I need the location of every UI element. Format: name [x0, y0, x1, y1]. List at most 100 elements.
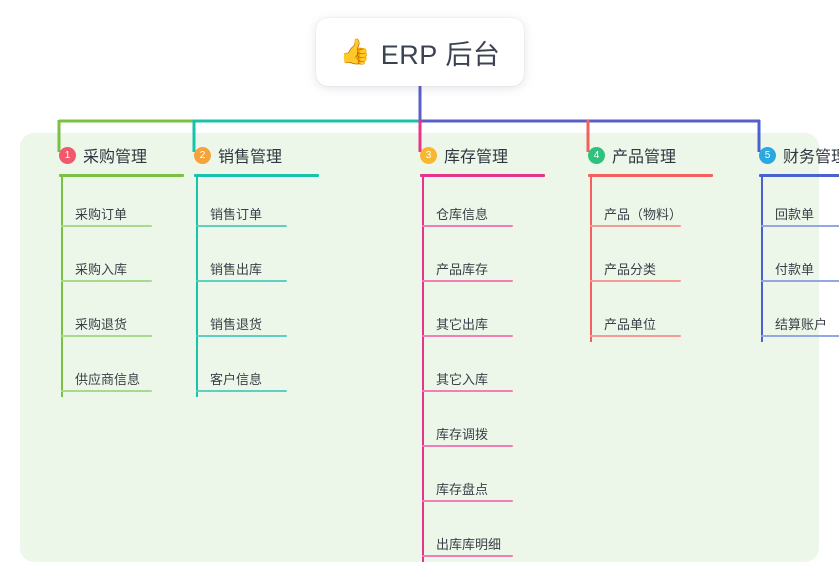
- thumbs-up-icon: 👍: [339, 37, 371, 66]
- branch-underline-2: [194, 174, 319, 177]
- leaf-item[interactable]: 采购入库: [39, 232, 199, 287]
- leaf-item[interactable]: 客户信息: [174, 342, 334, 397]
- leaf-spine: [590, 232, 592, 287]
- leaf-underline: [422, 445, 513, 447]
- leaf-item[interactable]: 销售退货: [174, 287, 334, 342]
- leaf-label: 产品分类: [604, 262, 657, 277]
- leaf-label: 结算账户: [775, 317, 828, 332]
- leaf-underline: [196, 225, 287, 227]
- leaf-spine: [196, 287, 198, 342]
- leaf-label: 库存调拨: [436, 427, 489, 442]
- leaf-spine: [196, 177, 198, 232]
- branch-leaf-list-4: 产品（物料） 产品分类产品单位: [568, 177, 728, 342]
- branch-header-4[interactable]: 4 产品管理: [568, 133, 728, 177]
- leaf-underline: [61, 390, 152, 392]
- leaf-underline: [61, 280, 152, 282]
- leaf-label: 销售出库: [210, 262, 263, 277]
- branch-underline-1: [59, 174, 184, 177]
- branch-column-1: 1 采购管理采购订单采购入库采购退货供应商信息: [39, 133, 199, 397]
- leaf-label: 回款单: [775, 207, 815, 222]
- leaf-spine: [761, 287, 763, 342]
- leaf-underline: [590, 280, 681, 282]
- branch-badge-4: 4: [588, 146, 605, 164]
- leaf-label: 产品单位: [604, 317, 657, 332]
- branch-badge-5: 5: [759, 146, 776, 164]
- leaf-label: 产品（物料）: [604, 207, 683, 222]
- leaf-spine: [422, 452, 424, 507]
- leaf-spine: [196, 232, 198, 287]
- leaf-underline: [196, 280, 287, 282]
- leaf-item[interactable]: 产品（物料）: [568, 177, 728, 232]
- leaf-spine: [61, 232, 63, 287]
- leaf-label: 销售订单: [210, 207, 263, 222]
- leaf-label: 付款单: [775, 262, 815, 277]
- branch-title-3: 库存管理: [444, 149, 509, 166]
- root-node-card[interactable]: 👍 ERP 后台: [316, 18, 524, 86]
- branch-underline-3: [420, 174, 545, 177]
- branch-header-3[interactable]: 3 库存管理: [400, 133, 560, 177]
- leaf-spine: [422, 177, 424, 232]
- leaf-item[interactable]: 销售订单: [174, 177, 334, 232]
- branch-column-5: 5 财务管理回款单付款单结算账户: [739, 133, 839, 342]
- leaf-underline: [422, 335, 513, 337]
- leaf-item[interactable]: 其它入库: [400, 342, 560, 397]
- root-node-title: ERP 后台: [380, 39, 501, 70]
- branch-title-2: 销售管理: [218, 149, 283, 166]
- leaf-underline: [422, 555, 513, 557]
- branch-badge-1: 1: [59, 146, 76, 164]
- leaf-underline: [422, 500, 513, 502]
- leaf-underline: [422, 390, 513, 392]
- branch-column-3: 3 库存管理仓库信息产品库存其它出库其它入库库存调拨库存盘点出库库明细: [400, 133, 560, 562]
- leaf-underline: [196, 390, 287, 392]
- leaf-spine: [61, 177, 63, 232]
- leaf-item[interactable]: 产品单位: [568, 287, 728, 342]
- leaf-item[interactable]: 产品分类: [568, 232, 728, 287]
- leaf-item[interactable]: 库存调拨: [400, 397, 560, 452]
- leaf-item[interactable]: 回款单: [739, 177, 839, 232]
- branch-header-1[interactable]: 1 采购管理: [39, 133, 199, 177]
- leaf-item[interactable]: 采购退货: [39, 287, 199, 342]
- leaf-item[interactable]: 出库库明细: [400, 507, 560, 562]
- branch-leaf-list-1: 采购订单采购入库采购退货供应商信息: [39, 177, 199, 397]
- leaf-underline: [422, 225, 513, 227]
- leaf-label: 其它入库: [436, 372, 489, 387]
- leaf-item[interactable]: 结算账户: [739, 287, 839, 342]
- leaf-spine: [61, 287, 63, 342]
- leaf-label: 供应商信息: [75, 372, 141, 387]
- leaf-item[interactable]: 付款单: [739, 232, 839, 287]
- leaf-underline: [761, 335, 839, 337]
- branch-header-5[interactable]: 5 财务管理: [739, 133, 839, 177]
- leaf-spine: [422, 397, 424, 452]
- leaf-underline: [61, 335, 152, 337]
- leaf-item[interactable]: 库存盘点: [400, 452, 560, 507]
- leaf-label: 采购退货: [75, 317, 128, 332]
- leaf-label: 其它出库: [436, 317, 489, 332]
- leaf-item[interactable]: 销售出库: [174, 232, 334, 287]
- leaf-underline: [196, 335, 287, 337]
- branch-title-4: 产品管理: [612, 149, 677, 166]
- leaf-spine: [196, 342, 198, 397]
- leaf-label: 销售退货: [210, 317, 263, 332]
- branch-title-5: 财务管理: [783, 149, 839, 166]
- branch-badge-3: 3: [420, 146, 437, 164]
- branch-underline-5: [759, 174, 839, 177]
- branch-leaf-list-5: 回款单付款单结算账户: [739, 177, 839, 342]
- leaf-label: 产品库存: [436, 262, 489, 277]
- branch-leaf-list-2: 销售订单销售出库销售退货客户信息: [174, 177, 334, 397]
- leaf-item[interactable]: 其它出库: [400, 287, 560, 342]
- leaf-underline: [761, 280, 839, 282]
- leaf-item[interactable]: 仓库信息: [400, 177, 560, 232]
- leaf-label: 采购订单: [75, 207, 128, 222]
- leaf-spine: [422, 287, 424, 342]
- branch-leaf-list-3: 仓库信息产品库存其它出库其它入库库存调拨库存盘点出库库明细: [400, 177, 560, 562]
- leaf-spine: [590, 177, 592, 232]
- leaf-underline: [761, 225, 839, 227]
- leaf-item[interactable]: 采购订单: [39, 177, 199, 232]
- branch-underline-4: [588, 174, 713, 177]
- branch-title-1: 采购管理: [83, 149, 148, 166]
- leaf-label: 库存盘点: [436, 482, 489, 497]
- leaf-item[interactable]: 产品库存: [400, 232, 560, 287]
- leaf-item[interactable]: 供应商信息: [39, 342, 199, 397]
